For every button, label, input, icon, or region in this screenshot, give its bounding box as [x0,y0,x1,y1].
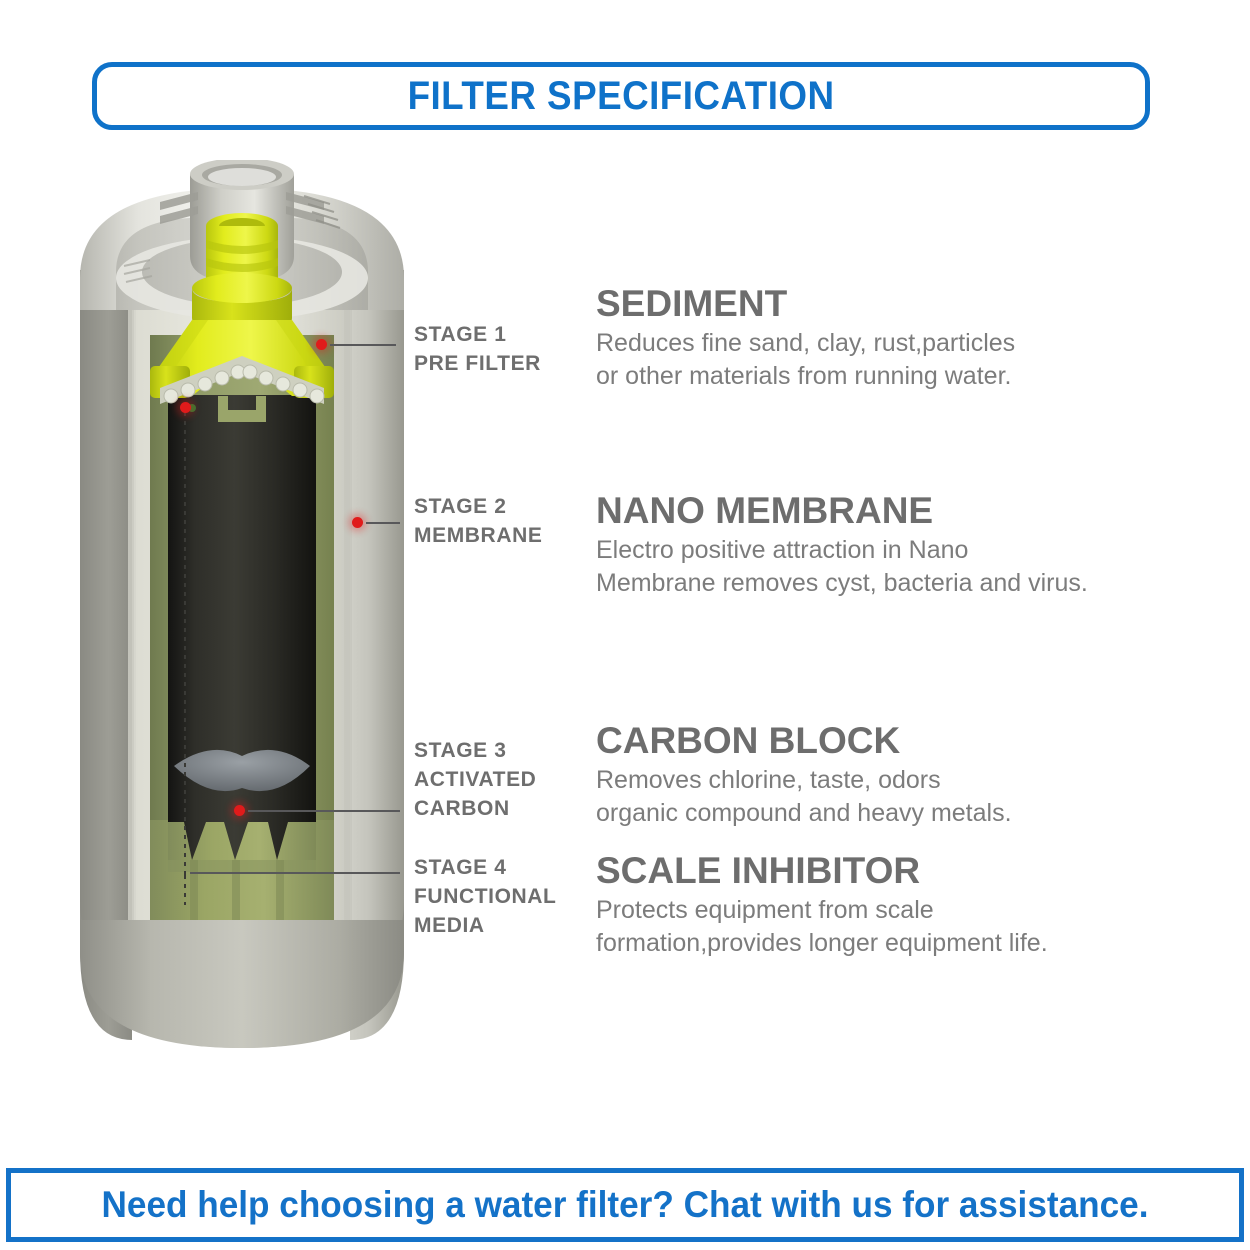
filter-housing-walls [80,270,404,1040]
page-title: FILTER SPECIFICATION [407,73,835,118]
description-block-scale-inhibitor: SCALE INHIBITOR Protects equipment from … [596,850,1048,960]
filter-cutaway-illustration [72,160,412,1060]
stage-label-2: STAGE 2 MEMBRANE [414,495,543,547]
marker-dot-stage-1-inner [180,402,191,413]
description-block-nano-membrane: NANO MEMBRANE Electro positive attractio… [596,490,1088,600]
stage-label-3: STAGE 3 ACTIVATED CARBON [414,739,537,820]
leader-line-stage-3 [248,810,400,812]
description-body-nano-membrane: Electro positive attraction in Nano Memb… [596,536,1088,597]
filter-inlet-nozzle [150,213,334,422]
footer-cta-banner[interactable]: Need help choosing a water filter? Chat … [6,1168,1244,1242]
stage-label-4: STAGE 4 FUNCTIONAL MEDIA [414,856,557,937]
filter-interior [134,310,350,1040]
description-body-carbon-block: Removes chlorine, taste, odors organic c… [596,766,1012,827]
description-title-scale-inhibitor: SCALE INHIBITOR [596,850,921,891]
marker-dot-stage-1 [316,339,327,350]
description-block-sediment: SEDIMENT Reduces fine sand, clay, rust,p… [596,283,1015,393]
description-title-sediment: SEDIMENT [596,283,788,324]
leader-line-stage-4 [190,872,400,874]
footer-cta-text: Need help choosing a water filter? Chat … [101,1184,1149,1225]
description-body-sediment: Reduces fine sand, clay, rust,particles … [596,329,1016,390]
stage-label-1: STAGE 1 PRE FILTER [414,323,541,375]
description-title-carbon-block: CARBON BLOCK [596,720,901,761]
filter-base [80,900,404,1048]
description-block-carbon-block: CARBON BLOCK Removes chlorine, taste, od… [596,720,1012,830]
marker-dot-stage-2 [352,517,363,528]
leader-line-stage-1 [330,344,396,346]
leader-line-stage-2 [366,522,400,524]
header-banner: FILTER SPECIFICATION [92,62,1150,130]
marker-dot-stage-3 [234,805,245,816]
description-title-nano-membrane: NANO MEMBRANE [596,490,934,531]
description-body-scale-inhibitor: Protects equipment from scale formation,… [596,896,1048,957]
